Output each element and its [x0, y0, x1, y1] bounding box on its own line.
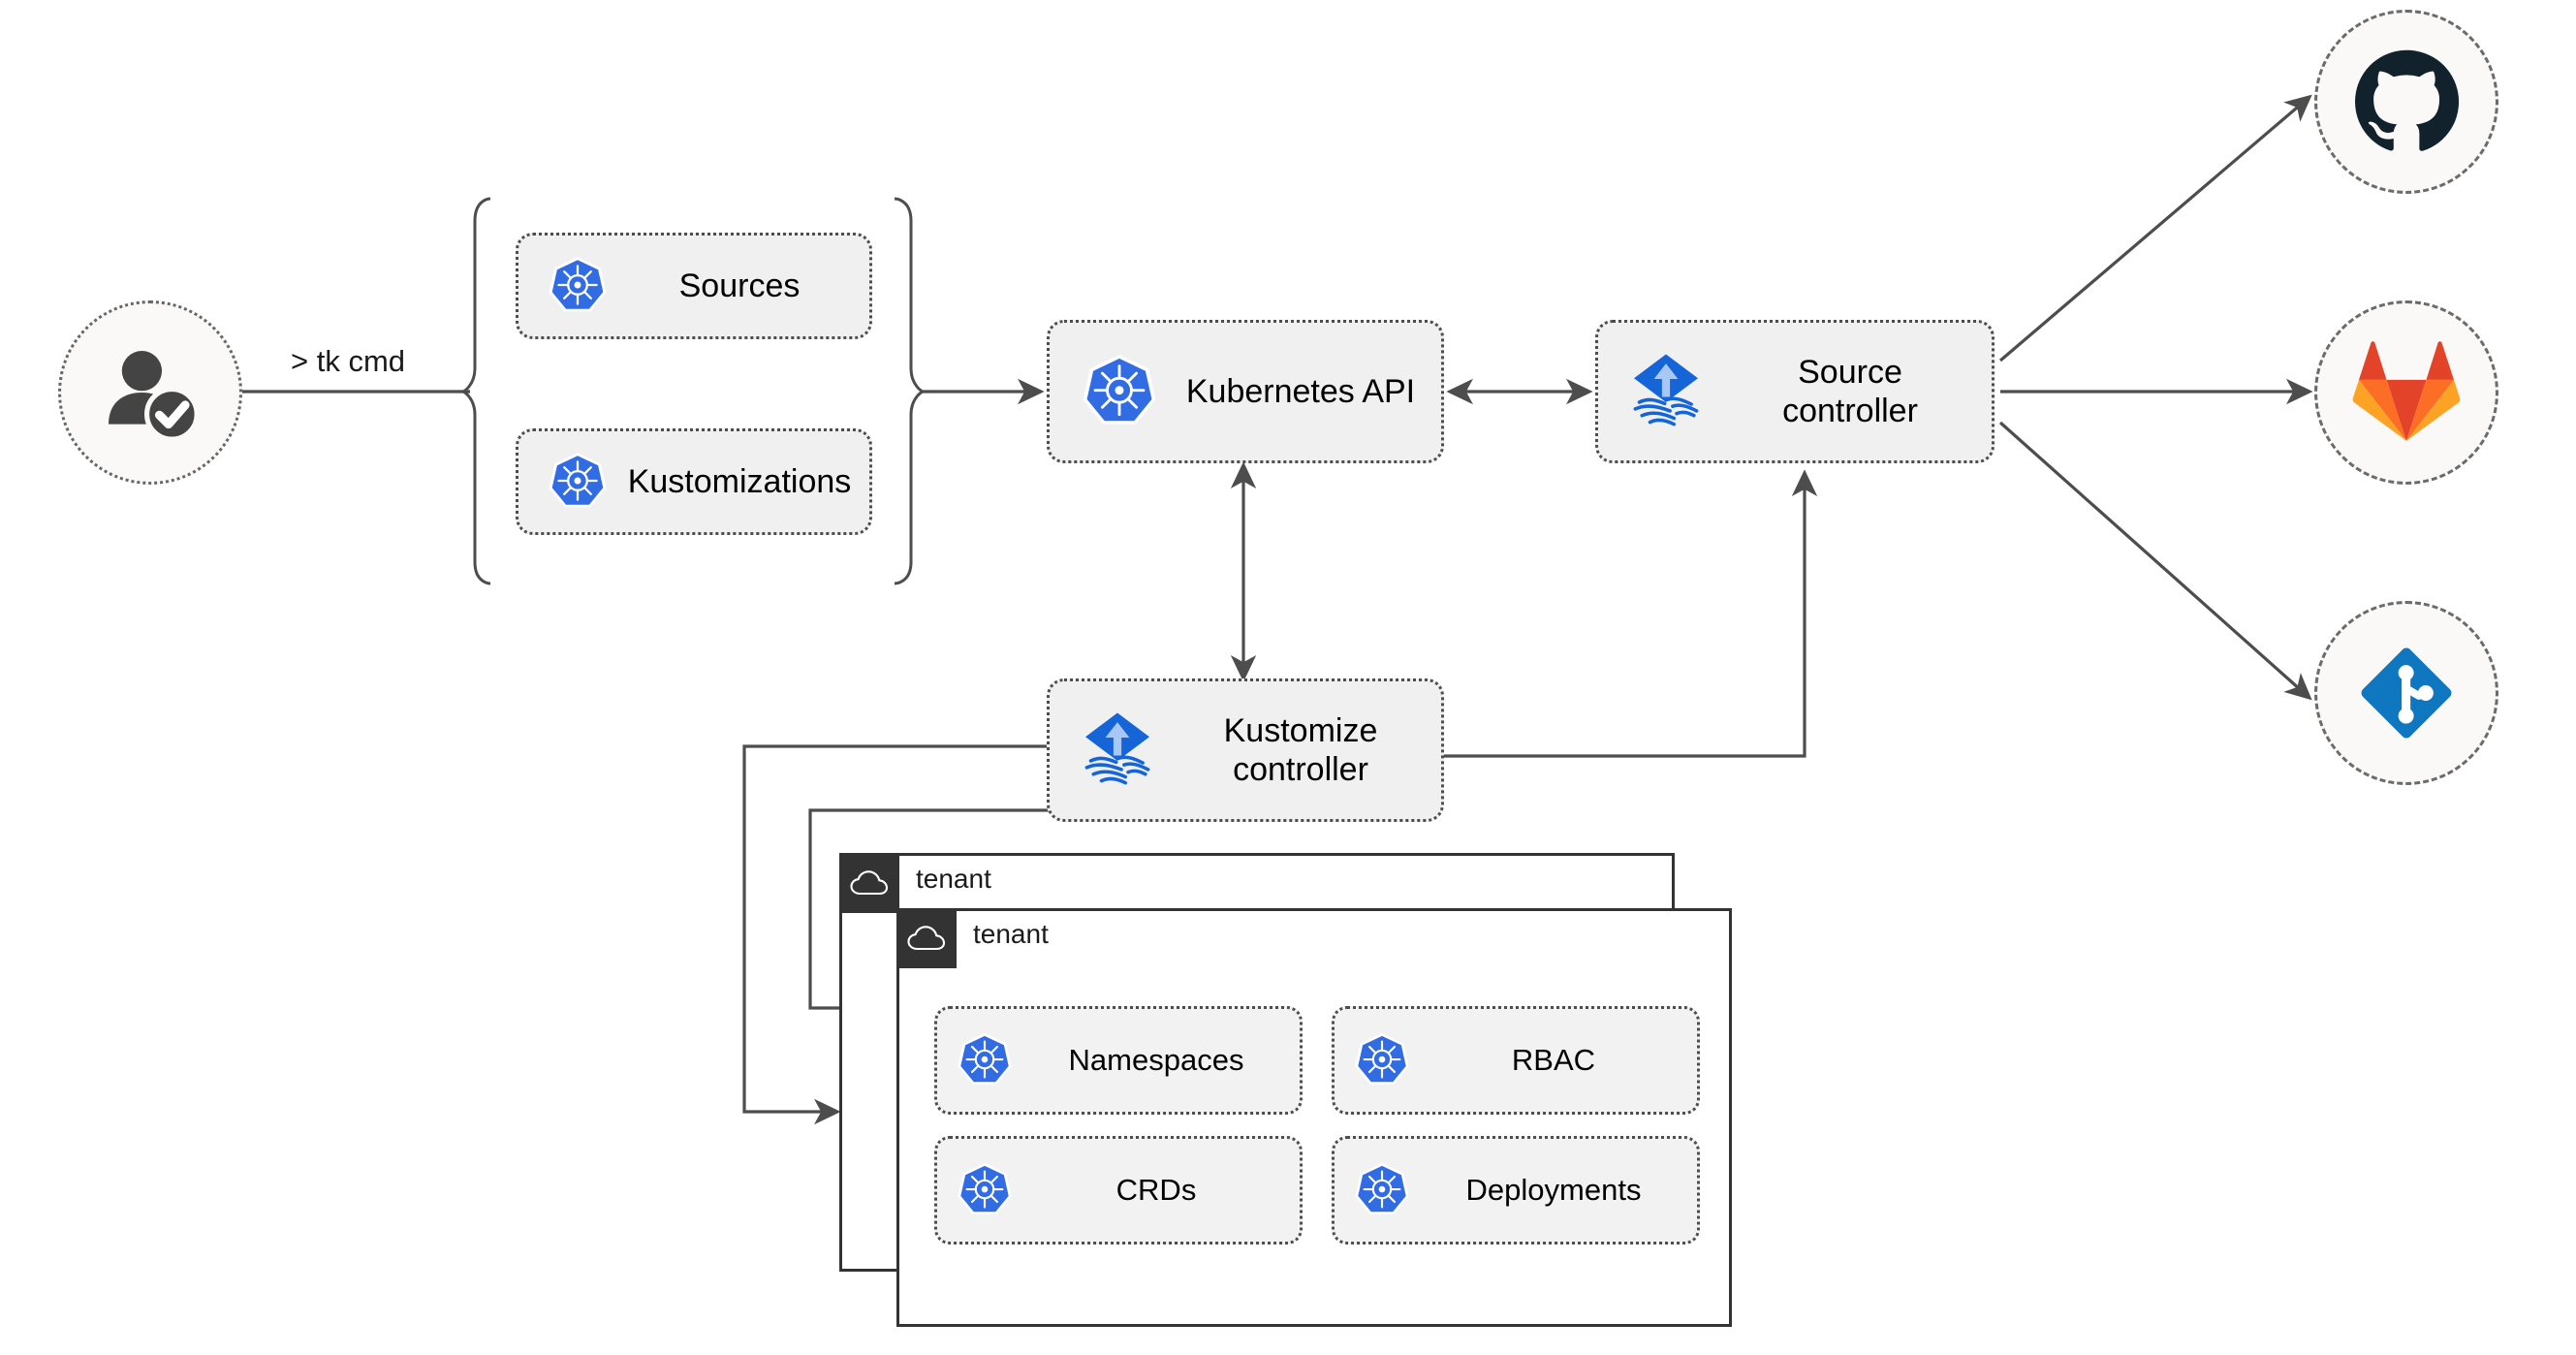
brace-left	[459, 197, 491, 585]
flux-icon	[1633, 354, 1699, 426]
provider-git[interactable]	[2314, 601, 2498, 785]
kubernetes-icon	[549, 257, 607, 312]
tenant-tab	[839, 853, 899, 913]
command-label: > tk cmd	[291, 344, 406, 378]
cloud-icon	[907, 926, 946, 951]
tile-rbac[interactable]: RBAC	[1332, 1006, 1700, 1115]
provider-gitlab[interactable]	[2314, 300, 2498, 485]
tenant-title: tenant	[916, 864, 991, 894]
resource-label: Sources	[678, 267, 801, 304]
kubernetes-icon	[1355, 1032, 1409, 1085]
resource-sources[interactable]: Sources	[516, 233, 872, 339]
node-label: Kustomize controller	[1223, 711, 1378, 788]
tile-label: Deployments	[1465, 1173, 1642, 1207]
tile-label: CRDs	[1115, 1173, 1197, 1207]
github-icon	[2355, 49, 2460, 151]
tile-label: RBAC	[1511, 1043, 1596, 1077]
git-diamond-icon	[2361, 647, 2452, 739]
user-actor[interactable]	[58, 300, 242, 485]
resource-label: Kustomizations	[627, 462, 852, 500]
tile-crds[interactable]: CRDs	[934, 1136, 1303, 1245]
resource-kustomizations[interactable]: Kustomizations	[516, 428, 872, 535]
tile-label: Namespaces	[1068, 1043, 1244, 1077]
node-label: Source controller	[1782, 353, 1918, 429]
flux-icon	[1084, 712, 1150, 785]
cloud-icon	[850, 870, 889, 896]
node-label: Kubernetes API	[1185, 372, 1416, 410]
tenant-resource-grid: Namespaces RBAC	[934, 1006, 1700, 1245]
provider-github[interactable]	[2314, 10, 2498, 194]
brace-right	[894, 197, 927, 585]
edge-source-to-github	[1998, 94, 2312, 362]
kubernetes-icon	[958, 1032, 1012, 1085]
tenant-tab	[896, 908, 957, 968]
kubernetes-icon	[549, 453, 607, 508]
node-kustomize-controller[interactable]: Kustomize controller	[1047, 678, 1444, 822]
tenant-panel-2[interactable]: tenant Namespaces	[896, 908, 1732, 1327]
kubernetes-icon	[1083, 354, 1156, 425]
kubernetes-icon	[958, 1162, 1012, 1214]
kubernetes-icon	[1355, 1162, 1409, 1214]
edge-source-to-git	[1998, 421, 2312, 701]
tile-deployments[interactable]: Deployments	[1332, 1136, 1700, 1245]
edge-kustomize-to-source-controller	[1440, 469, 1818, 758]
user-verified-icon	[109, 351, 200, 442]
node-kubernetes-api[interactable]: Kubernetes API	[1047, 320, 1444, 463]
tile-namespaces[interactable]: Namespaces	[934, 1006, 1303, 1115]
node-source-controller[interactable]: Source controller	[1595, 320, 1995, 463]
tenant-title: tenant	[973, 919, 1049, 949]
gitlab-icon	[2352, 341, 2461, 441]
